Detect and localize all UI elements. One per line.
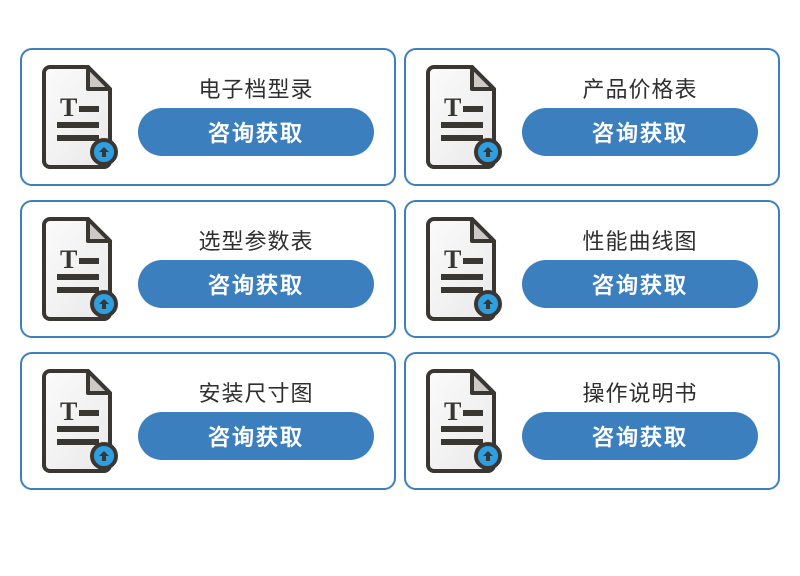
consult-button[interactable]: 咨询获取 xyxy=(522,108,758,157)
card-title: 选型参数表 xyxy=(198,228,314,254)
consult-button[interactable]: 咨询获取 xyxy=(138,260,374,309)
download-card[interactable]: T 选型参数表 咨询获取 xyxy=(20,200,396,338)
card-title: 安装尺寸图 xyxy=(198,380,314,406)
svg-text:T: T xyxy=(60,93,77,122)
document-download-icon: T xyxy=(422,64,508,170)
svg-text:T: T xyxy=(444,245,461,274)
document-download-icon: T xyxy=(38,64,124,170)
card-body: 选型参数表 咨询获取 xyxy=(130,216,380,322)
consult-button[interactable]: 咨询获取 xyxy=(138,108,374,157)
document-download-icon: T xyxy=(422,216,508,322)
card-body: 操作说明书 咨询获取 xyxy=(514,368,764,474)
download-card[interactable]: T 安装尺寸图 咨询获取 xyxy=(20,352,396,490)
svg-text:T: T xyxy=(60,245,77,274)
document-download-icon: T xyxy=(38,216,124,322)
card-title: 性能曲线图 xyxy=(582,228,698,254)
card-body: 产品价格表 咨询获取 xyxy=(514,64,764,170)
card-body: 性能曲线图 咨询获取 xyxy=(514,216,764,322)
card-title: 电子档型录 xyxy=(198,76,314,102)
download-card[interactable]: T 产品价格表 咨询获取 xyxy=(404,48,780,186)
svg-text:T: T xyxy=(444,93,461,122)
card-title: 产品价格表 xyxy=(582,76,698,102)
download-card-grid: T 电子档型录 咨询获取 xyxy=(20,48,780,490)
consult-button[interactable]: 咨询获取 xyxy=(522,412,758,461)
download-card[interactable]: T 性能曲线图 咨询获取 xyxy=(404,200,780,338)
card-body: 安装尺寸图 咨询获取 xyxy=(130,368,380,474)
download-card[interactable]: T 电子档型录 咨询获取 xyxy=(20,48,396,186)
card-title: 操作说明书 xyxy=(582,380,698,406)
consult-button[interactable]: 咨询获取 xyxy=(138,412,374,461)
download-card[interactable]: T 操作说明书 咨询获取 xyxy=(404,352,780,490)
document-download-icon: T xyxy=(422,368,508,474)
document-download-icon: T xyxy=(38,368,124,474)
consult-button[interactable]: 咨询获取 xyxy=(522,260,758,309)
svg-text:T: T xyxy=(444,397,461,426)
svg-text:T: T xyxy=(60,397,77,426)
card-body: 电子档型录 咨询获取 xyxy=(130,64,380,170)
